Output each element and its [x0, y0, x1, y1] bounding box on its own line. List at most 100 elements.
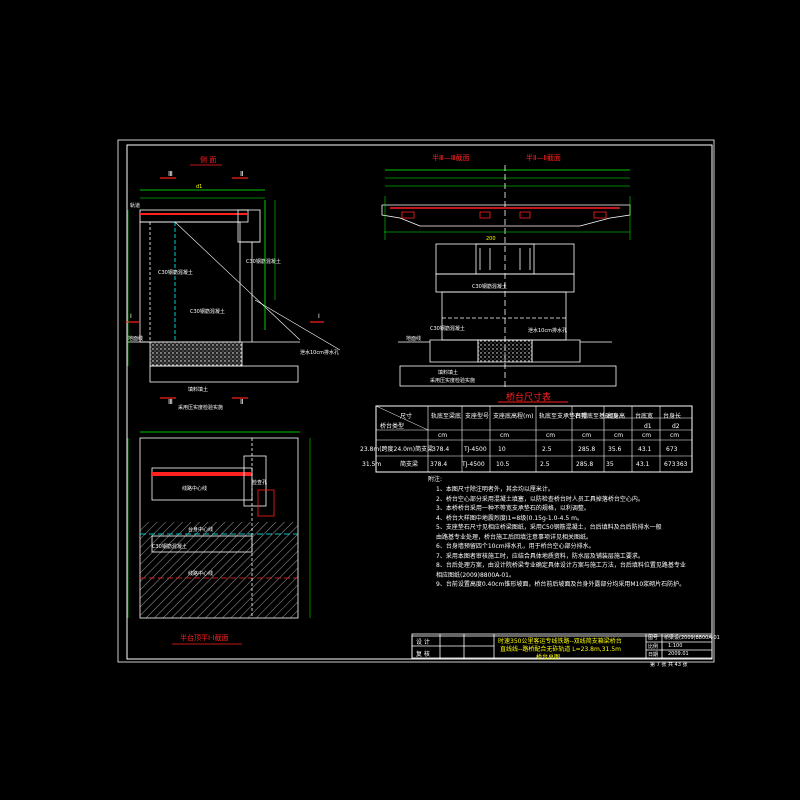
- note-item: 8、台后处理方案，由设计院桥梁专业确定具体设计方案与施工方法，台后填料位置见路基…: [436, 562, 686, 569]
- side-view-title: 侧 面: [200, 155, 216, 164]
- table-unit-cell: cm: [670, 432, 679, 439]
- tb-design: 设 计: [416, 639, 430, 646]
- section-mark-II-bottom: Ⅱ: [240, 398, 243, 406]
- note-item: 4、桥台大样图中地震烈度Ⅰ1=8级(0.15g-1.0-4.5 m。: [436, 514, 583, 522]
- cross-label-c30-1: C30钢筋混凝土: [472, 283, 507, 290]
- table-row-cell: TJ-4500: [461, 461, 485, 468]
- tb-review: 复 核: [416, 651, 430, 658]
- tb-drawing-no-label: 图号: [648, 635, 659, 641]
- section-mark-I-left: Ⅰ: [130, 313, 132, 320]
- note-item: 2、桥台空心部分采用混凝土填塞，以防检查桥台时人员工具掉落桥台空心内。: [436, 495, 644, 503]
- plan-label-c30: C30钢筋混凝土: [152, 543, 187, 550]
- side-view: 侧 面 Ⅲ Ⅱ d1 轨道 C30钢筋混凝土 C30钢筋混凝土 C30钢筋混凝土: [126, 155, 341, 411]
- section-mark-II-top: Ⅱ: [240, 170, 243, 178]
- table-text-layer: 尺寸 轨底至梁底支座型号支座底高程(m) 轨底至支承垫石顶台帽底至基础顶台身高 台底宽…: [360, 412, 688, 468]
- table-unit-cell: cm: [582, 432, 591, 439]
- table-row-cell: 2.5: [542, 446, 552, 453]
- table-title: 桥台尺寸表: [506, 391, 551, 403]
- plan-view: 线路中心线 检查孔 台身中心线 C30钢筋混凝土 线路中心线 半台顶平Ⅰ-Ⅰ截面: [127, 431, 311, 645]
- side-dim-d1: d1: [196, 184, 202, 190]
- dimension-table: 桥台尺寸表: [375, 391, 693, 473]
- section-mark-III-bottom: Ⅲ: [168, 398, 173, 406]
- side-label-pave: 采用压实度检验实施: [178, 404, 223, 411]
- tb-date-label: 日期: [648, 652, 659, 658]
- plan-label-center: 线路中心线: [182, 485, 207, 492]
- table-row-cell: TJ-4500: [463, 446, 487, 453]
- table-row-cell: 35.6: [608, 446, 622, 453]
- table-header-cell: 台身高: [607, 412, 625, 420]
- table-row-cell: 10.5: [496, 461, 510, 468]
- table-row-cell: 23.8m(跨度24.0m)简支梁: [360, 445, 433, 453]
- table-header-cell: d1: [644, 423, 652, 430]
- note-item: 5、支座垫石尺寸见相应桥梁图纸，采用C50钢筋混凝土，台后填料及台后防排水一般: [436, 524, 662, 531]
- table-row-cell: 378.4: [430, 461, 447, 468]
- table-row-cell: 10: [498, 446, 506, 453]
- tb-sheet: 第 7 张 共 43 张: [650, 662, 688, 668]
- tb-scale: 1:100: [668, 643, 683, 649]
- plan-label-center2: 台身中心线: [188, 526, 213, 533]
- table-row-cell: 673: [664, 461, 676, 468]
- table-row-cell: 43.1: [638, 446, 652, 453]
- cross-label-pave: 采用压实度检验实施: [430, 377, 475, 384]
- tb-title-3: 桥台总图: [536, 654, 561, 661]
- cross-label-drain: 泄水10cm排水孔: [528, 327, 567, 334]
- table-row-cell: 简支梁: [400, 460, 418, 468]
- plan-label-center3: 线路中心线: [188, 570, 213, 577]
- cross-label-ground: 地面线: [406, 335, 421, 342]
- table-unit-cell: cm: [438, 432, 447, 439]
- table-unit-cell: cm: [546, 432, 555, 439]
- table-row-cell: 285.8: [576, 461, 593, 468]
- table-header-cell: d2: [672, 423, 680, 430]
- note-item: 6、台身墙预留四个10cm排水孔，用于桥台空心部分排水。: [436, 543, 595, 550]
- side-label-drain: 泄水10cm排水孔: [300, 349, 339, 356]
- tb-title-2: 直线线--路桥配合无砟轨道 L=23.8m,31.5m: [500, 646, 621, 653]
- tb-date: 2009.01: [668, 651, 689, 657]
- table-header-cell: 支座型号: [465, 412, 489, 420]
- half-section-title: 半Ⅲ—Ⅲ截面: [432, 153, 470, 162]
- side-label-rail: 轨道: [130, 202, 140, 209]
- section-mark-I-right: Ⅰ: [318, 313, 320, 320]
- table-row-cell: 285.8: [578, 446, 595, 453]
- table-row-cell: 35: [606, 461, 614, 468]
- side-label-fill: 填料填土: [188, 386, 208, 393]
- table-row-cell: 673: [666, 446, 678, 453]
- outer-frame: [117, 139, 715, 663]
- cross-label-fill: 填料填土: [438, 369, 458, 376]
- section-mark-III-top: Ⅲ: [168, 170, 173, 178]
- table-header-cell: 支座底高程(m): [493, 412, 534, 420]
- tb-title-1: 时速350公里客运专线铁路--双线简支箱梁桥台: [498, 638, 622, 645]
- table-row-cell: 43.1: [636, 461, 650, 468]
- cross-label-c30-2: C30钢筋混凝土: [430, 325, 465, 332]
- table-unit-cell: cm: [642, 432, 651, 439]
- table-header-cell: 尺寸: [400, 412, 412, 420]
- tb-scale-label: 比例: [648, 644, 659, 650]
- title-block-frame: [411, 633, 713, 660]
- note-item: 9、台前设置高度0.40cm锥形坡面，桥台前后坡面及台身外露部分均采用M10浆砌…: [436, 581, 686, 588]
- side-label-c30-1: C30钢筋混凝土: [158, 269, 193, 276]
- table-row-cell: 378.4: [432, 446, 449, 453]
- tb-drawing-no: 桥梁设(2009)8800A-01: [664, 635, 720, 641]
- table-header-cell: 台帽底至基础顶: [575, 412, 617, 420]
- table-row-cell: 2.5: [540, 461, 550, 468]
- cross-section-view: 半Ⅲ—Ⅲ截面 半Ⅱ—Ⅱ截面 C30钢筋混凝土 C30钢筋混凝土 泄水: [381, 153, 631, 390]
- notes-heading: 附注:: [428, 476, 443, 483]
- table-unit-cell: cm: [500, 432, 509, 439]
- side-label-c30-3: C30钢筋混凝土: [246, 258, 281, 265]
- table-header-cell: 轨底至支承垫石顶: [539, 412, 587, 420]
- note-item: 7、采用本图者审核施工时，应结合具体地质资料，防水层及铺装层施工要求。: [436, 552, 644, 560]
- note-item: 1、本图尺寸除注明者外，其余均以厘米计。: [436, 486, 554, 493]
- table-header-cell: 桥台类型: [380, 422, 404, 430]
- table-header-cell: 台身长: [663, 412, 681, 420]
- table-header-cell: 台底宽: [635, 412, 653, 420]
- note-item: 由路基专业处理，桥台施工后回填注意事项详见相关图纸。: [436, 533, 593, 541]
- side-label-ground: 地面线: [128, 335, 143, 342]
- plan-label-hole: 检查孔: [252, 479, 267, 486]
- note-item: 3、本桥桥台采用一种不等宽支承垫石的规格，以利调整。: [436, 505, 590, 512]
- table-row-cell: 363: [676, 461, 688, 468]
- table-unit-cell: cm: [614, 432, 623, 439]
- note-item: 相应图纸(2009)8800A-01。: [436, 571, 515, 579]
- half-section-title2: 半Ⅱ—Ⅱ截面: [526, 153, 561, 162]
- table-header-cell: 轨底至梁底: [431, 412, 461, 420]
- table-row-cell: 31.5m: [362, 461, 381, 468]
